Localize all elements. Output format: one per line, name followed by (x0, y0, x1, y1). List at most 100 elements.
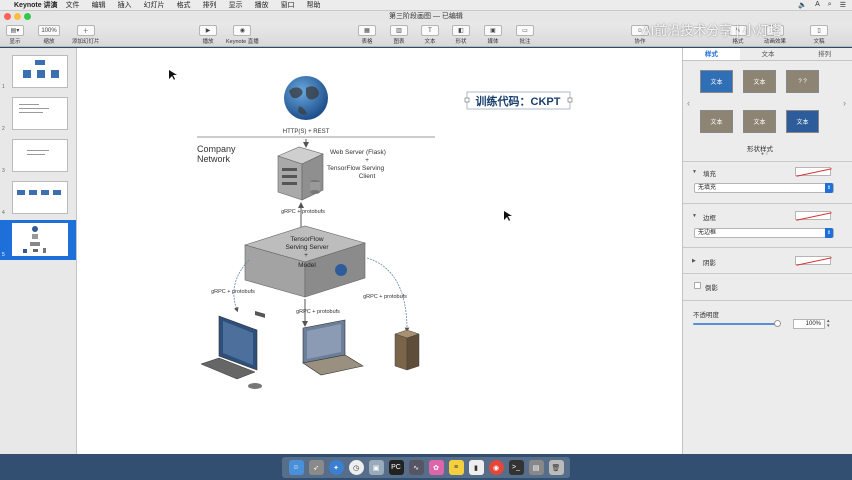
input-method-icon[interactable]: A (815, 1, 820, 8)
live-icon: ◉ (233, 25, 252, 36)
trash-icon[interactable]: 🗑 (548, 460, 564, 475)
menu-help[interactable]: 帮助 (306, 2, 321, 9)
close-window-icon[interactable] (4, 13, 11, 20)
keynote-icon[interactable]: ▮ (468, 460, 484, 475)
menu-window[interactable]: 窗口 (280, 2, 295, 9)
menu-format[interactable]: 格式 (176, 2, 191, 9)
web-server-label-2: + (365, 157, 369, 164)
safari-icon[interactable]: ✦ (328, 460, 344, 475)
menu-edit[interactable]: 编辑 (91, 2, 106, 9)
thumbnail-graphic (23, 226, 46, 253)
finder-icon[interactable]: ☺ (288, 460, 304, 475)
table-icon: ▦ (358, 25, 376, 36)
notification-icon[interactable]: ☰ (839, 2, 846, 9)
border-color-well[interactable] (795, 211, 831, 220)
terminal-icon[interactable]: >_ (508, 460, 524, 475)
shape-button[interactable]: ◧ 形状 (452, 25, 470, 45)
shape-style-4[interactable]: 文本 (700, 110, 733, 133)
slide-thumbnail-3[interactable]: 3 (0, 136, 76, 176)
menu-play[interactable]: 播放 (254, 2, 269, 9)
shape-style-2[interactable]: 文本 (743, 70, 776, 93)
activity-icon[interactable]: ∿ (408, 460, 424, 475)
menu-bar: Keynote 讲演 文件 编辑 插入 幻灯片 格式 排列 显示 播放 窗口 帮… (0, 0, 852, 11)
app-name-menu[interactable]: Keynote 讲演 (14, 2, 58, 9)
chevron-left-icon[interactable]: ‹ (687, 98, 690, 108)
tab-style[interactable]: 样式 (683, 48, 740, 60)
shape-style-5[interactable]: 文本 (743, 110, 776, 133)
table-button[interactable]: ▦ 表格 (358, 25, 376, 45)
animate-button[interactable]: ◇ 动画效果 (764, 25, 786, 45)
media-label: 媒体 (487, 39, 499, 45)
add-slide-button[interactable]: ＋ 添加幻灯片 (72, 25, 100, 45)
volume-icon[interactable]: 🔈 (798, 2, 808, 9)
fill-color-well[interactable] (795, 167, 831, 176)
notes-icon[interactable]: ≡ (448, 460, 464, 475)
minimize-window-icon[interactable] (14, 13, 21, 20)
thumbnail-image (12, 181, 68, 214)
resize-handle-left[interactable] (464, 97, 470, 103)
clock-icon[interactable]: ◷ (348, 460, 364, 475)
opacity-slider-knob[interactable] (774, 320, 781, 327)
photos-icon[interactable]: ✿ (428, 460, 444, 475)
format-button[interactable]: ✎ 格式 (729, 25, 747, 45)
web-server-label-4: Client (359, 173, 376, 180)
toolbar: ▤▾ 显示 100% 缩放 ＋ 添加幻灯片 ▶ 播放 ◉ Keynote 直播 … (0, 23, 852, 47)
slide-thumbnail-2[interactable]: 2 (0, 94, 76, 134)
reflection-checkbox[interactable] (694, 282, 701, 289)
document-icon: ▯ (810, 25, 828, 36)
comment-button[interactable]: ▭ 批注 (516, 25, 534, 45)
media-button[interactable]: ▣ 媒体 (484, 25, 502, 45)
shape-style-3[interactable]: ? ? (786, 70, 819, 93)
document-button[interactable]: ▯ 文稿 (810, 25, 828, 45)
disclosure-triangle-icon[interactable]: ▼ (692, 169, 697, 175)
preview-icon[interactable]: ▣ (368, 460, 384, 475)
shape-style-6[interactable]: 文本 (786, 110, 819, 133)
fill-select[interactable]: 无填充 ⇕ (694, 183, 834, 193)
slide-thumbnail-1[interactable]: 1 (0, 52, 76, 92)
status-area: 🔈 A ⌕ ☰ (798, 1, 846, 9)
architecture-diagram: HTTP(S) + REST Company Network Web Serve… (169, 70, 573, 389)
table-label: 表格 (361, 39, 373, 45)
keynote-live-button[interactable]: ◉ Keynote 直播 (226, 25, 259, 45)
spotlight-icon[interactable]: ⌕ (827, 1, 832, 8)
device-icon (394, 329, 420, 371)
border-select[interactable]: 无边框 ⇕ (694, 228, 834, 238)
tf-server-label-4: Model (298, 262, 316, 269)
code-textbox[interactable]: 训练代码：CKPT (464, 91, 573, 110)
thumbnail-graphic (17, 190, 61, 195)
zoom-window-icon[interactable] (24, 13, 31, 20)
menu-slide[interactable]: 幻灯片 (143, 2, 165, 9)
display-button[interactable]: ▤▾ 显示 (6, 25, 24, 45)
text-button[interactable]: T 文本 (421, 25, 439, 45)
disclosure-triangle-icon[interactable]: ▼ (692, 213, 697, 219)
shadow-color-well[interactable] (795, 256, 831, 265)
chart-button[interactable]: ▥ 图表 (390, 25, 408, 45)
resize-handle-right[interactable] (567, 97, 573, 103)
menu-file[interactable]: 文件 (65, 2, 80, 9)
zoom-select[interactable]: 100% 缩放 (38, 25, 60, 45)
tab-text[interactable]: 文本 (761, 51, 775, 58)
code-textbox-text: 训练代码：CKPT (476, 94, 561, 108)
play-button[interactable]: ▶ 播放 (199, 25, 217, 45)
rocket-icon[interactable]: ➶ (308, 460, 324, 475)
slide-thumbnail-5[interactable]: 5 (0, 220, 76, 260)
collaborate-button[interactable]: ☺ 协作 (631, 25, 649, 45)
opacity-stepper-icon[interactable]: ▴▾ (827, 318, 830, 329)
pycharm-icon[interactable]: PC (388, 460, 404, 475)
slide[interactable]: HTTP(S) + REST Company Network Web Serve… (77, 48, 682, 454)
tab-arrange[interactable]: 排列 (818, 51, 832, 58)
thumbnail-graphic (27, 150, 49, 155)
menu-view[interactable]: 显示 (228, 2, 243, 9)
opacity-field[interactable]: 100% (793, 319, 825, 329)
slide-thumbnail-4[interactable]: 4 (0, 178, 76, 218)
chrome-icon[interactable]: ◉ (488, 460, 504, 475)
files-icon[interactable]: ▤ (528, 460, 544, 475)
page-dots[interactable]: ● ○ (761, 151, 769, 157)
chevron-right-icon[interactable]: › (843, 98, 846, 108)
shape-style-1[interactable]: 文本 (700, 70, 733, 93)
menu-arrange[interactable]: 排列 (202, 2, 217, 9)
menu-insert[interactable]: 插入 (117, 2, 132, 9)
web-server-label-3: TensorFlow Serving (327, 165, 384, 172)
opacity-slider[interactable] (693, 323, 778, 325)
disclosure-triangle-icon[interactable]: ▶ (692, 258, 696, 264)
